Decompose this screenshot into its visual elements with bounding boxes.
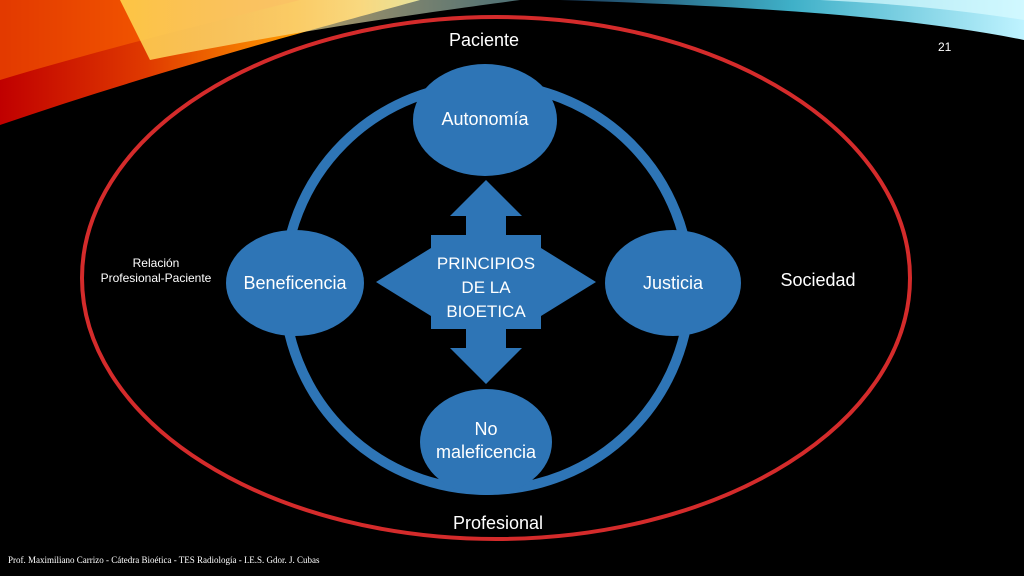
label-relacion-profesional-paciente: Relación Profesional-Paciente: [100, 256, 212, 285]
node-no-maleficencia: [420, 389, 552, 495]
footer-text: Prof. Maximiliano Carrizo - Cátedra Bioé…: [8, 555, 320, 565]
node-no-maleficencia-label: No maleficencia: [435, 419, 537, 462]
node-justicia: [605, 230, 741, 336]
top-left-decoration: [0, 0, 520, 125]
node-justicia-label: Justicia: [642, 273, 704, 293]
node-autonomia-label: Autonomía: [441, 109, 529, 129]
page-number: 21: [938, 40, 952, 54]
label-profesional: Profesional: [452, 513, 544, 533]
center-cross-arrow: [376, 180, 596, 384]
node-beneficencia-label: Beneficencia: [243, 273, 347, 293]
node-autonomia: [413, 64, 557, 176]
node-beneficencia: [226, 230, 364, 336]
label-sociedad: Sociedad: [780, 270, 856, 290]
outer-ellipse: [80, 15, 912, 541]
top-right-decoration: [560, 0, 1024, 40]
label-paciente: Paciente: [448, 30, 520, 50]
center-principios-label: PRINCIPIOS DE LA BIOETICA: [436, 254, 536, 321]
